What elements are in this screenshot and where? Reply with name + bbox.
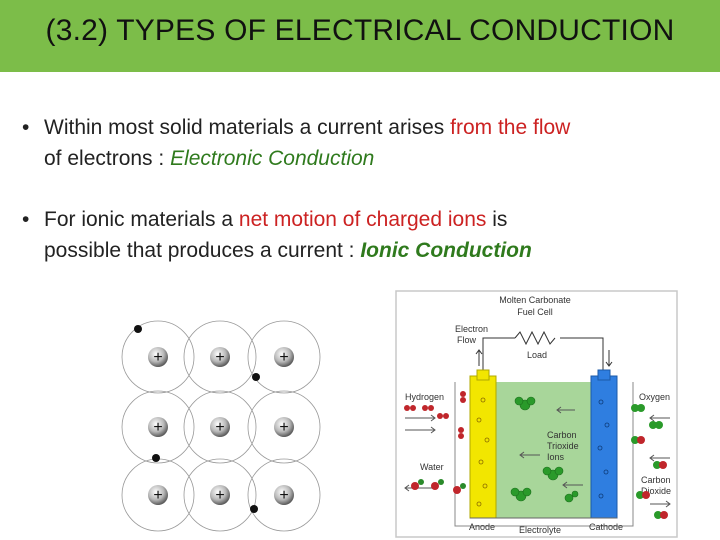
svg-text:+: + [279, 419, 288, 436]
oxygen-co2-molecules [631, 404, 668, 519]
term-electronic-conduction: Electronic Conduction [170, 147, 375, 170]
svg-text:+: + [215, 419, 224, 436]
electrolyte-label: Electrolyte [519, 525, 561, 535]
bullet-text-line2: possible that produces a current : [44, 239, 361, 262]
highlight-red-text: from the flow [450, 116, 571, 139]
external-circuit [482, 330, 604, 372]
bullet-marker: • [22, 208, 30, 231]
fuel-cell-title-line2: Fuel Cell [517, 307, 553, 317]
oxygen-label: Oxygen [639, 392, 670, 402]
electron-flow-label-2: Flow [457, 335, 477, 345]
positive-ion: + [274, 485, 294, 505]
slide-title: (3.2) TYPES OF ELECTRICAL CONDUCTION [45, 14, 675, 47]
fuel-cell-title-line1: Molten Carbonate [499, 295, 571, 305]
highlight-red-text: net motion of charged ions [238, 208, 487, 231]
ion-lattice-diagram: + + + + + + + + + [121, 320, 321, 532]
flow-arrows [404, 406, 671, 508]
bullet-list: • Within most solid materials a current … [22, 112, 712, 296]
carbon-trioxide-label-2: Trioxide [547, 441, 579, 451]
arrow-up-icon [475, 349, 483, 366]
bullet-text-post: is [486, 208, 508, 231]
positive-ion: + [210, 417, 230, 437]
water-label: Water [420, 462, 444, 472]
cathode-particles [597, 399, 610, 499]
positive-ion: + [148, 485, 168, 505]
water-molecules [411, 479, 466, 494]
svg-text:+: + [153, 349, 162, 366]
fuel-cell-diagram: Molten Carbonate Fuel Cell Electron Flow… [395, 290, 678, 538]
hydrogen-label: Hydrogen [405, 392, 444, 402]
electron-orbits [121, 320, 321, 532]
carbon-dioxide-label: Carbon [641, 475, 671, 485]
bullet-text: For ionic materials a [44, 208, 239, 231]
electron-flow-label: Electron [455, 324, 488, 334]
positive-ion: + [210, 347, 230, 367]
svg-text:+: + [215, 349, 224, 366]
electrode-particles [476, 397, 490, 507]
electron [152, 454, 160, 462]
positive-ion: + [148, 417, 168, 437]
anode-electrode [469, 375, 497, 519]
svg-text:+: + [215, 487, 224, 504]
electron [250, 505, 258, 513]
svg-text:+: + [279, 487, 288, 504]
electron [252, 373, 260, 381]
positive-ion: + [210, 485, 230, 505]
cathode-electrode [590, 375, 618, 519]
positive-ions: + + + + + + + + + [148, 347, 294, 505]
svg-text:+: + [279, 349, 288, 366]
positive-ion: + [148, 347, 168, 367]
carbon-trioxide-label-3: Ions [547, 452, 565, 462]
carbon-dioxide-label-2: Dioxide [641, 486, 671, 496]
svg-text:+: + [153, 487, 162, 504]
hydrogen-molecules [404, 391, 466, 439]
positive-ion: + [274, 417, 294, 437]
anode-label: Anode [469, 522, 495, 532]
term-ionic-conduction: Ionic Conduction [360, 239, 532, 262]
title-bar: (3.2) TYPES OF ELECTRICAL CONDUCTION [0, 0, 720, 72]
bullet-text: Within most solid materials a current ar… [44, 116, 451, 139]
load-label: Load [527, 350, 547, 360]
carbonate-ions [510, 396, 579, 503]
arrow-down-icon [605, 350, 613, 367]
carbon-trioxide-label: Carbon [547, 430, 577, 440]
positive-ion: + [274, 347, 294, 367]
bullet-text-line2: of electrons : [44, 147, 171, 170]
bullet-marker: • [22, 116, 30, 139]
bullet-item-electronic: • Within most solid materials a current … [22, 112, 712, 174]
cathode-label: Cathode [589, 522, 623, 532]
bullet-item-ionic: • For ionic materials a net motion of ch… [22, 204, 712, 266]
svg-text:+: + [153, 419, 162, 436]
free-electrons [134, 325, 260, 513]
electron [134, 325, 142, 333]
